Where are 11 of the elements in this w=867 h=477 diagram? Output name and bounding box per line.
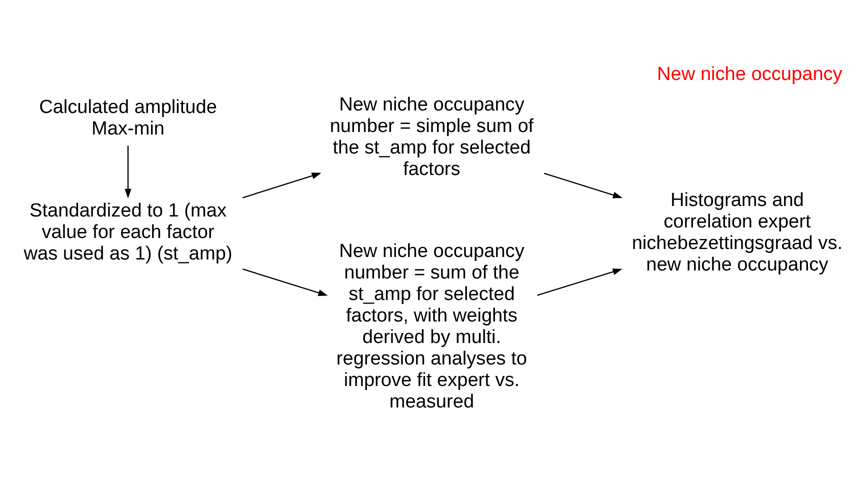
node-text: Histograms and correlation expert nichebezettingsgraad vs. new niche occupancy: [632, 190, 843, 275]
arrow: [124, 145, 132, 198]
diagram-title: New niche occupancy: [657, 63, 842, 84]
node-text: Standardized to 1 (max value for each factor was used as 1) (st_amp): [24, 200, 232, 264]
arrow: [242, 268, 328, 296]
arrow: [544, 172, 623, 198]
node-text: New niche occupancy number = simple sum of the st_amp for selected factors: [330, 94, 534, 180]
arrow: [242, 172, 322, 198]
node-text: Calculated amplitude Max-min: [39, 96, 217, 140]
node-text: New niche occupancy number = sum of the st_amp for selected factors, with weights derived by multi. regression analyses to improve fit expert vs. measured: [336, 240, 528, 412]
arrow: [537, 268, 622, 296]
